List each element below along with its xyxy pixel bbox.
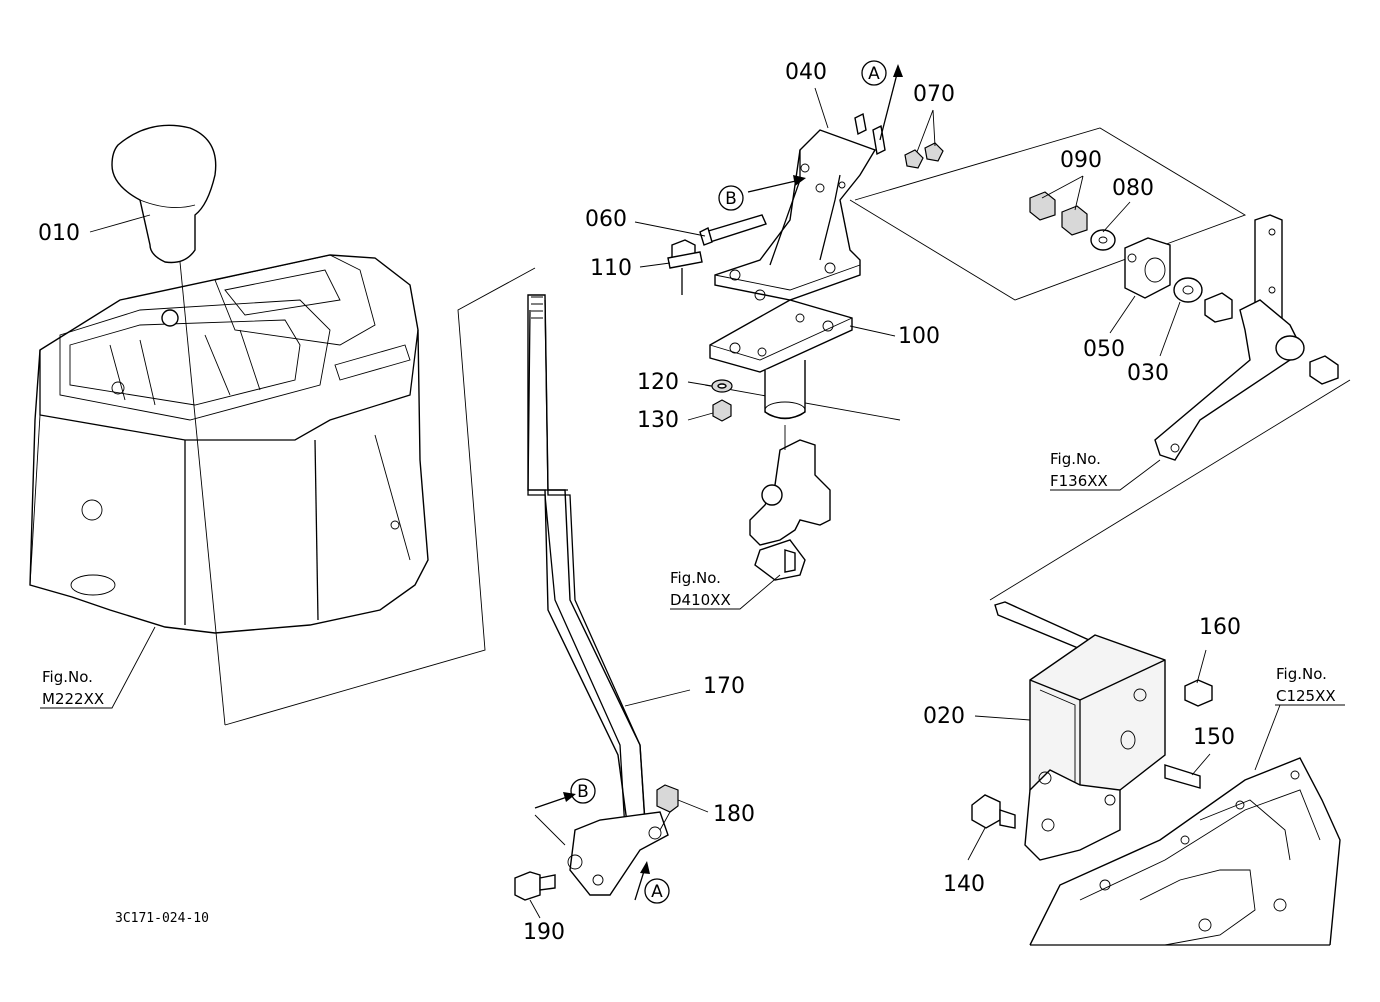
label-160: 160 [1199, 615, 1241, 640]
shaft-and-box-020 [994, 601, 1166, 861]
bracket-040 [714, 112, 886, 301]
fig-ref-m222: Fig.No. M222XX [42, 668, 104, 708]
fig-d410-part [749, 425, 831, 581]
fig-ref-f136: Fig.No. F136XX [1050, 450, 1108, 490]
label-030: 030 [1127, 361, 1169, 386]
label-170: 170 [703, 674, 745, 699]
fig-d410-line2: D410XX [670, 591, 731, 609]
washer-030 [1173, 277, 1203, 303]
fig-c125-line2: C125XX [1276, 687, 1336, 705]
ref-a-top-label: A [868, 64, 880, 84]
fig-f136-line1: Fig.No. [1050, 450, 1101, 468]
label-120: 120 [637, 370, 679, 395]
label-040: 040 [785, 60, 827, 85]
ref-b-top: B [718, 185, 744, 211]
fig-m222-line1: Fig.No. [42, 668, 93, 686]
nut-160 [1184, 679, 1213, 707]
fig-d410-line1: Fig.No. [670, 569, 721, 587]
label-150: 150 [1193, 725, 1235, 750]
nut-180 [656, 784, 679, 831]
washer-120 [711, 379, 733, 393]
ref-a-top: A [861, 60, 887, 86]
lever-170 [527, 294, 669, 896]
leader-lines [40, 87, 1345, 919]
fig-ref-d410: Fig.No. D410XX [670, 569, 731, 609]
label-180: 180 [713, 802, 755, 827]
arrows [534, 64, 903, 901]
fig-ref-c125: Fig.No. C125XX [1276, 665, 1336, 705]
ref-b-bottom-label: B [577, 782, 589, 802]
bolt-060 [699, 214, 767, 246]
nut-130 [712, 399, 732, 422]
label-140: 140 [943, 872, 985, 897]
label-070: 070 [913, 82, 955, 107]
nuts-070 [904, 142, 944, 169]
fig-c125-line1: Fig.No. [1276, 665, 1327, 683]
knob-010 [111, 124, 226, 726]
ref-b-bottom: B [570, 778, 596, 804]
console-housing [29, 254, 429, 634]
ref-a-bottom: A [644, 878, 670, 904]
ref-b-top-label: B [725, 189, 737, 209]
label-090: 090 [1060, 148, 1102, 173]
block-050 [1124, 237, 1171, 299]
nuts-090 [1029, 191, 1088, 236]
bolt-190 [514, 871, 556, 901]
bolt-140 [971, 794, 1016, 829]
label-010: 010 [38, 221, 80, 246]
part-labels: 010 040 070 090 080 060 110 100 050 030 … [38, 60, 1241, 945]
drawing-code: 3C171-024-10 [115, 911, 209, 926]
label-060: 060 [585, 207, 627, 232]
label-190: 190 [523, 920, 565, 945]
ref-a-bottom-label: A [651, 882, 663, 902]
fig-m222-line2: M222XX [42, 690, 104, 708]
washer-080 [1090, 229, 1116, 251]
stud-150 [1164, 764, 1201, 789]
housing-c125 [1029, 757, 1341, 946]
plate-100 [709, 299, 853, 420]
label-080: 080 [1112, 176, 1154, 201]
label-100: 100 [898, 324, 940, 349]
arm-assembly [1154, 214, 1339, 461]
label-130: 130 [637, 408, 679, 433]
bolt-110 [667, 239, 703, 295]
label-020: 020 [923, 704, 965, 729]
fig-f136-line2: F136XX [1050, 472, 1108, 490]
label-110: 110 [590, 256, 632, 281]
label-050: 050 [1083, 337, 1125, 362]
